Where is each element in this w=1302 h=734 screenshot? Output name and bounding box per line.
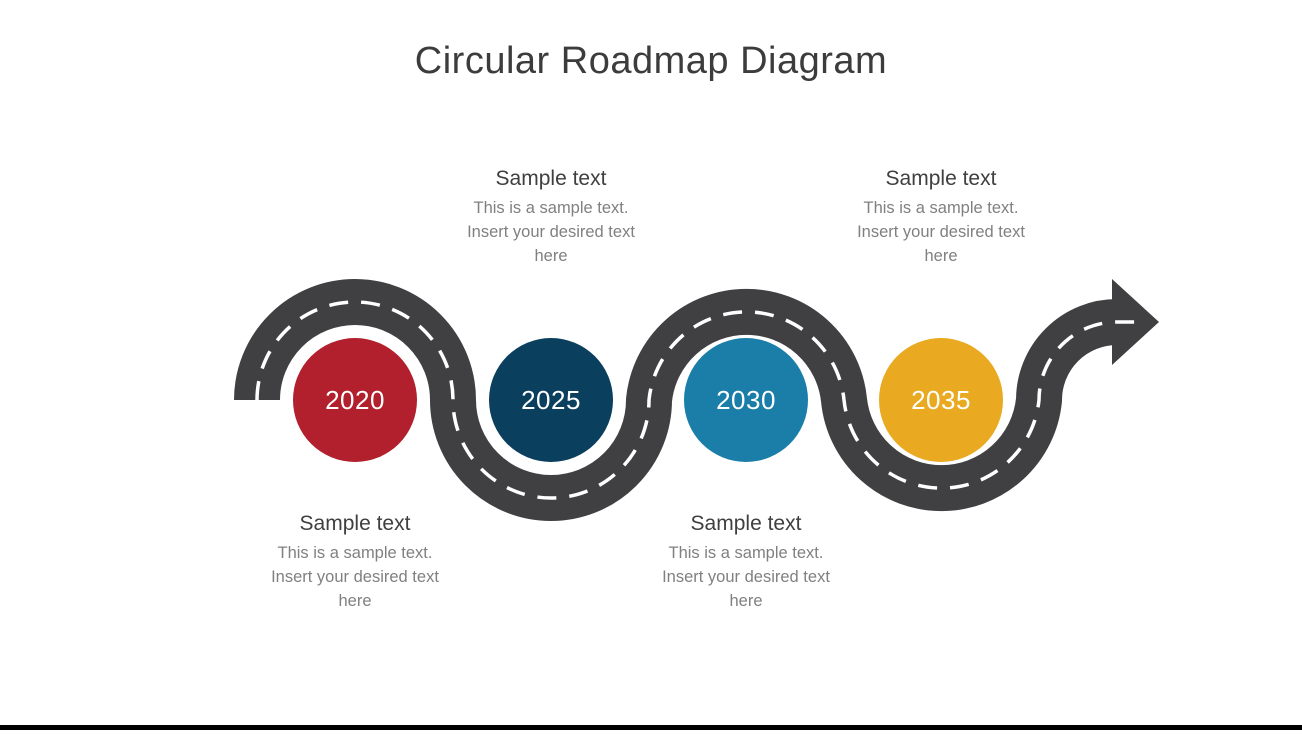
note-heading: Sample text: [495, 167, 607, 190]
milestone-year-label: 2030: [716, 384, 776, 415]
note-heading: Sample text: [690, 512, 802, 535]
note-body: This is a sample text. Insert your desir…: [271, 544, 439, 611]
note-below-2020: Sample text This is a sample text. Inser…: [235, 511, 475, 613]
road-centerline: [255, 300, 1146, 500]
milestone-circle-2030: 2030: [684, 338, 808, 462]
note-heading: Sample text: [885, 167, 997, 190]
note-heading: Sample text: [299, 512, 411, 535]
milestone-circle-2035: 2035: [879, 338, 1003, 462]
note-body: This is a sample text. Insert your desir…: [662, 544, 830, 611]
note-below-2030: Sample text This is a sample text. Inser…: [626, 511, 866, 613]
note-above-2025: Sample text This is a sample text. Inser…: [431, 166, 671, 268]
page-title: Circular Roadmap Diagram: [414, 40, 888, 82]
bottom-divider: [0, 725, 1302, 730]
milestone-circle-2025: 2025: [489, 338, 613, 462]
note-body: This is a sample text. Insert your desir…: [467, 199, 635, 266]
milestone-circle-2020: 2020: [293, 338, 417, 462]
milestone-year-label: 2035: [911, 384, 971, 415]
note-body: This is a sample text. Insert your desir…: [857, 199, 1025, 266]
milestone-year-label: 2020: [325, 384, 385, 415]
note-above-2035: Sample text This is a sample text. Inser…: [821, 166, 1061, 268]
milestone-year-label: 2025: [521, 384, 581, 415]
